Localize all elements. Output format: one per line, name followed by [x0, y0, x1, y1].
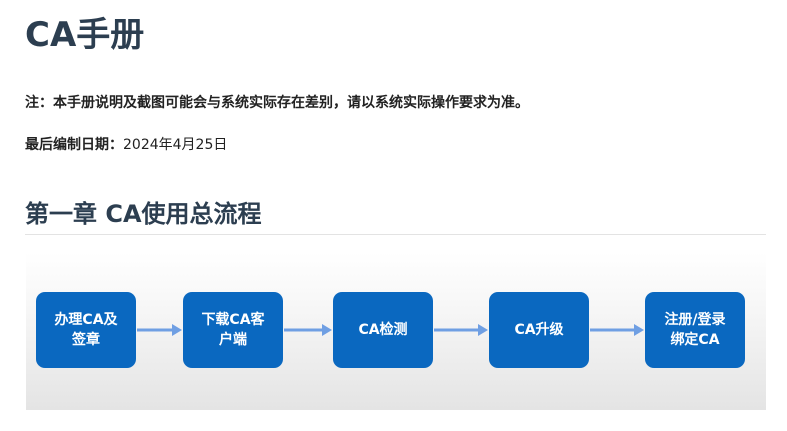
flow-step-label: 办理CA及 [54, 312, 118, 328]
last-edited-date: 2024年4月25日 [123, 137, 228, 153]
flow-step-apply-ca: 办理CA及 签章 [36, 292, 136, 368]
flow-step-label: 绑定CA [670, 332, 720, 348]
last-edited-line: 最后编制日期：2024年4月25日 [25, 134, 227, 156]
flow-step-ca-check: CA检测 [333, 292, 433, 368]
flow-arrow [284, 324, 332, 336]
disclaimer-note: 注：本手册说明及截图可能会与系统实际存在差别，请以系统实际操作要求为准。 [25, 95, 529, 111]
flow-step-label: 注册/登录 [664, 312, 726, 328]
flow-step-label: 下载CA客 [201, 312, 265, 328]
flow-step-label: CA升级 [514, 322, 564, 338]
flow-arrow [590, 324, 644, 336]
flow-step-ca-upgrade: CA升级 [489, 292, 589, 368]
flow-diagram: 办理CA及 签章 下载CA客 户端 CA检测 CA升级 注册/登录 绑定CA [26, 252, 766, 410]
flow-step-register-bind: 注册/登录 绑定CA [645, 292, 745, 368]
last-edited-label: 最后编制日期： [25, 137, 123, 153]
flow-arrow [434, 324, 488, 336]
flow-arrow [137, 324, 182, 336]
flow-step-download-client: 下载CA客 户端 [183, 292, 283, 368]
flow-step-label: 签章 [72, 332, 100, 348]
flow-step-label: 户端 [219, 332, 247, 348]
document-title: CA手册 [25, 15, 145, 55]
flow-step-label: CA检测 [358, 322, 408, 338]
chapter-heading: 第一章 CA使用总流程 [25, 198, 766, 235]
flow-arrows [137, 324, 644, 336]
